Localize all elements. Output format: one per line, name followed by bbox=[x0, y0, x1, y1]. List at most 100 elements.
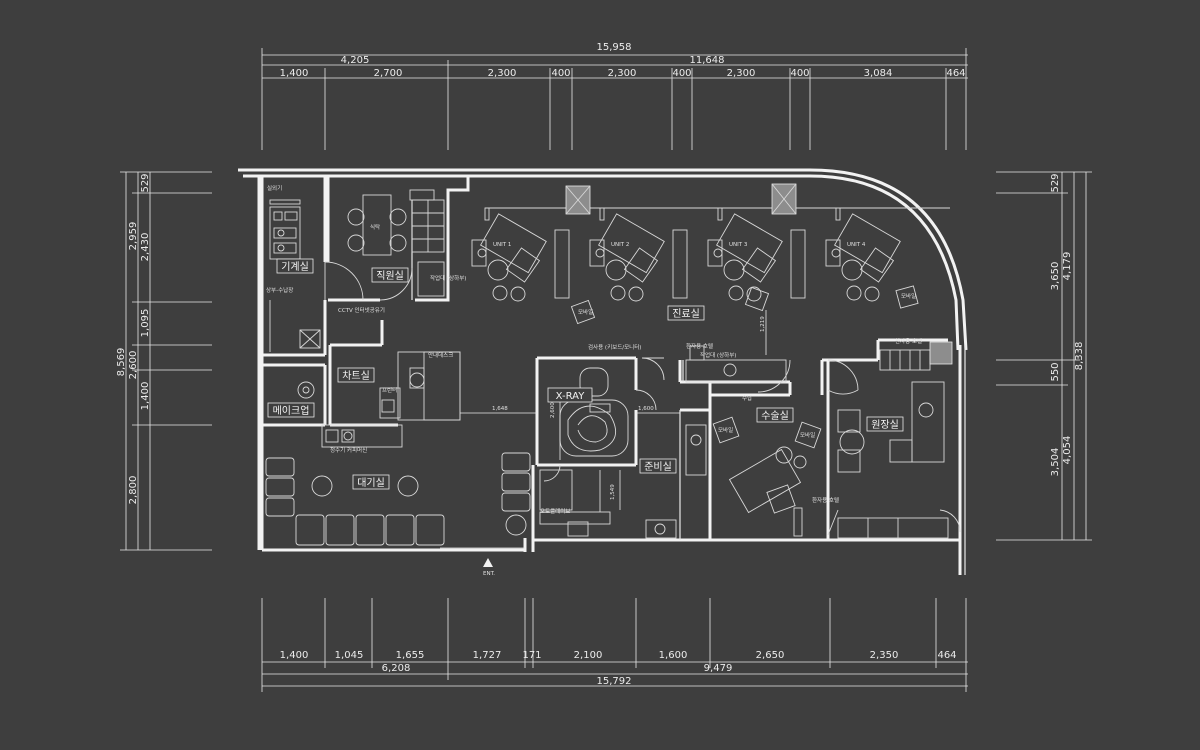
patient-chair-label: 환자용 호텔 bbox=[895, 337, 922, 345]
bottom-left-subtotal: 6,208 bbox=[382, 663, 411, 674]
makeup-fixtures bbox=[297, 381, 315, 399]
work-table-label: 작업대 (상하부) bbox=[430, 274, 466, 282]
interior-dim-5: 1,219 bbox=[760, 316, 766, 332]
left-total-dimension: 8,569 bbox=[116, 348, 127, 377]
left-seg-7: 2,800 bbox=[128, 476, 139, 505]
front-counter bbox=[685, 345, 787, 383]
top-right-subtotal: 11,648 bbox=[690, 55, 725, 66]
chart-room-label: 차트실 bbox=[342, 370, 370, 382]
room-labels: 기계실 직원실 진료실 차트실 메이크업 X-RAY 준비실 수술실 원장실 대… bbox=[267, 258, 904, 490]
bottom-seg-9: 2,350 bbox=[870, 650, 899, 661]
xray-room-label: X-RAY bbox=[556, 391, 586, 402]
right-total-dimension: 8,338 bbox=[1074, 342, 1085, 371]
interior-dim-1: 1,648 bbox=[492, 406, 508, 412]
bottom-segment-labels: 1,400 1,045 1,655 1,727 171 2,100 1,600 … bbox=[280, 650, 957, 661]
bottom-total-dimension: 15,792 bbox=[597, 676, 632, 687]
exterior-walls bbox=[238, 168, 968, 575]
right-seg-1: 529 bbox=[1050, 173, 1061, 192]
interior-dim-2: 1,600 bbox=[638, 406, 654, 412]
right-seg-5: 3,504 bbox=[1050, 448, 1061, 477]
top-segment-labels: 1,400 2,700 2,300 400 2,300 400 2,300 40… bbox=[280, 68, 966, 79]
prep-fixtures bbox=[539, 424, 707, 539]
bottom-seg-7: 1,600 bbox=[659, 650, 688, 661]
right-segment-labels: 529 3,650 4,179 8,338 550 3,504 4,054 bbox=[1050, 173, 1085, 476]
top-seg-10: 464 bbox=[946, 68, 965, 79]
bottom-right-subtotal: 9,479 bbox=[704, 663, 733, 674]
entrance-marker bbox=[483, 558, 493, 567]
bottom-seg-2: 1,045 bbox=[335, 650, 364, 661]
top-left-subtotal: 4,205 bbox=[341, 55, 370, 66]
staff-room-label: 직원실 bbox=[376, 270, 404, 282]
top-seg-7: 2,300 bbox=[727, 68, 756, 79]
surgery-room-label: 수술실 bbox=[761, 410, 789, 422]
bottom-seg-10: 464 bbox=[937, 650, 956, 661]
outdoor-unit-label: 실외기 bbox=[267, 184, 282, 192]
left-segment-labels: 8,569 529 2,959 2,430 1,095 2,600 1,400 … bbox=[116, 173, 151, 504]
unit-2-label: UNIT 2 bbox=[611, 242, 629, 248]
treatment-room-label: 진료실 bbox=[672, 308, 700, 320]
sterilizer-label: 오토클레이브 bbox=[540, 507, 570, 515]
doors bbox=[324, 261, 961, 536]
top-seg-4: 400 bbox=[551, 68, 570, 79]
unit-3-label: UNIT 3 bbox=[729, 242, 748, 248]
patient-chair-label-2: 환자용 호텔 bbox=[686, 342, 713, 350]
tea-table-label: 식탁 bbox=[370, 223, 380, 231]
water-purifier-label: 정수기 커피머신 bbox=[330, 446, 367, 454]
dental-unit-3 bbox=[707, 213, 783, 302]
surgery-unit bbox=[728, 446, 807, 537]
bottom-seg-4: 1,727 bbox=[473, 650, 502, 661]
bottom-seg-3: 1,655 bbox=[396, 650, 425, 661]
left-dimension-lines bbox=[120, 171, 212, 551]
bottom-seg-1: 1,400 bbox=[280, 650, 309, 661]
interior-dim-3: 2,600 bbox=[550, 402, 556, 418]
cart-label-3: 모바일 bbox=[718, 426, 733, 434]
left-seg-5: 2,600 bbox=[128, 351, 139, 380]
left-seg-1: 529 bbox=[140, 173, 151, 192]
top-seg-3: 2,300 bbox=[488, 68, 517, 79]
bottom-seg-8: 2,650 bbox=[756, 650, 785, 661]
makeup-room-label: 메이크업 bbox=[273, 404, 310, 417]
director-room-label: 원장실 bbox=[871, 419, 899, 431]
waiting-seating bbox=[265, 452, 531, 546]
dental-unit-2 bbox=[589, 213, 665, 302]
waiting-room-label: 대기실 bbox=[357, 477, 385, 489]
cart-label-4: 모바일 bbox=[800, 431, 815, 439]
interior-dim-4: 1,549 bbox=[610, 484, 616, 500]
cart-label-1: 모바일 bbox=[578, 308, 593, 316]
top-dimension-lines bbox=[261, 48, 968, 150]
interior-walls bbox=[262, 176, 948, 552]
mirror-label: 검사용 (키보드/모니터) bbox=[588, 343, 641, 351]
bottom-seg-6: 2,100 bbox=[574, 650, 603, 661]
unit-1-label: UNIT 1 bbox=[493, 242, 511, 248]
cart-label-2: 모바일 bbox=[901, 292, 916, 300]
machine-room-label: 기계실 bbox=[281, 261, 309, 273]
right-seg-6: 4,054 bbox=[1062, 436, 1073, 465]
left-seg-6: 1,400 bbox=[140, 382, 151, 411]
top-seg-9: 3,084 bbox=[864, 68, 893, 79]
left-seg-4: 1,095 bbox=[140, 309, 151, 338]
top-seg-5: 2,300 bbox=[608, 68, 637, 79]
xray-machine bbox=[559, 367, 629, 457]
top-total-dimension: 15,958 bbox=[597, 42, 632, 53]
info-desk-label: 안내데스크 bbox=[428, 351, 453, 359]
machine-room-equipment bbox=[269, 199, 321, 352]
patient-chair-label-3: 환자용 호텔 bbox=[812, 496, 839, 504]
left-seg-2: 2,959 bbox=[128, 222, 139, 251]
sink-label: 수납 bbox=[742, 394, 752, 402]
coffee-counter bbox=[321, 424, 403, 448]
counter-label: 작업대 (상하부) bbox=[700, 351, 736, 359]
director-furniture bbox=[837, 341, 953, 539]
top-seg-1: 1,400 bbox=[280, 68, 309, 79]
dental-unit-1 bbox=[471, 213, 547, 302]
top-seg-2: 2,700 bbox=[374, 68, 403, 79]
right-dimension-lines bbox=[996, 171, 1092, 541]
top-seg-8: 400 bbox=[790, 68, 809, 79]
right-seg-2: 3,650 bbox=[1050, 262, 1061, 291]
mobile-carts bbox=[570, 285, 919, 449]
entrance-label: ENT. bbox=[483, 571, 495, 577]
unit-4-label: UNIT 4 bbox=[847, 242, 866, 248]
prep-room-label: 준비실 bbox=[644, 461, 672, 473]
upper-storage-label: 상부-수납장 bbox=[266, 286, 293, 294]
right-seg-3: 4,179 bbox=[1062, 252, 1073, 281]
